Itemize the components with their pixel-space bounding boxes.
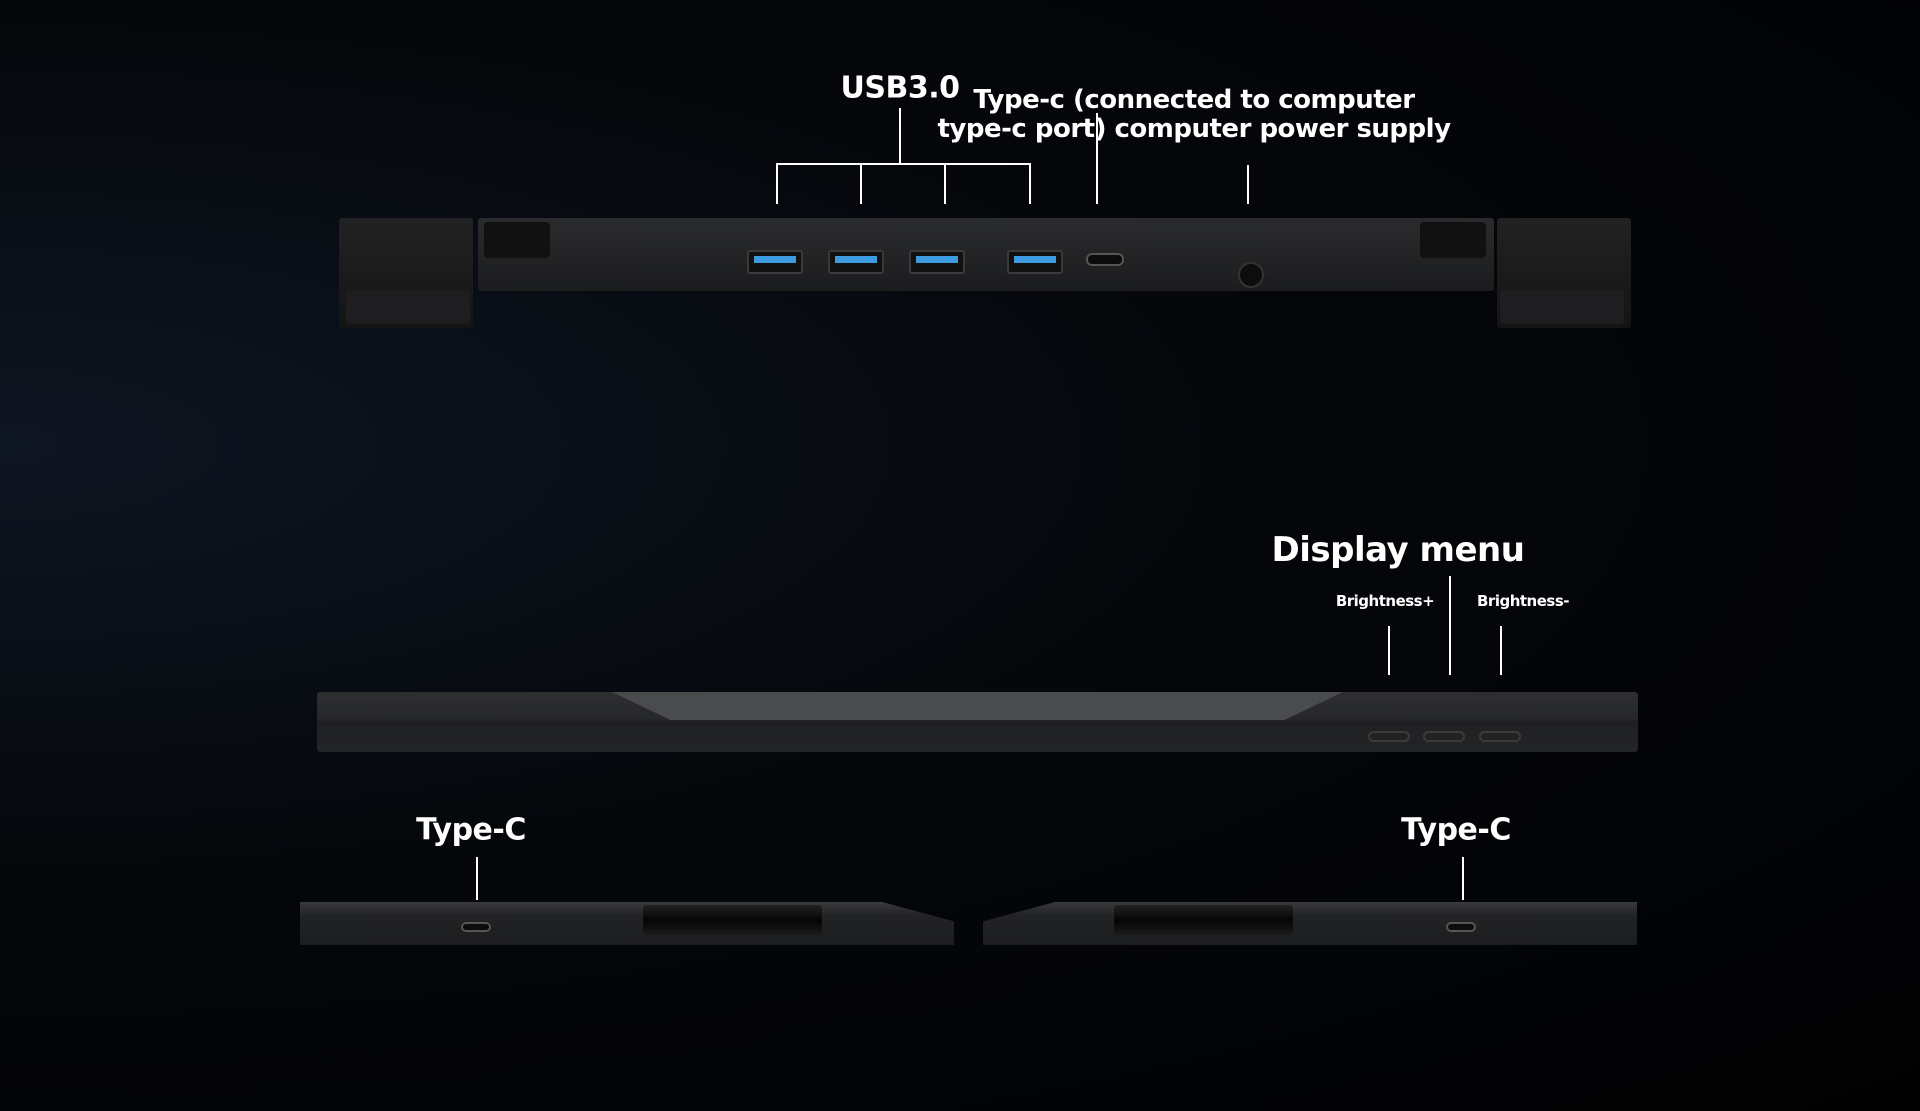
typec-leader: [1096, 113, 1098, 204]
left-foot-tab: [346, 290, 470, 324]
brightness-up-button[interactable]: [1368, 731, 1410, 742]
left-typec-label: Type-C: [416, 812, 526, 848]
brightness-up-leader: [1388, 626, 1390, 675]
usb-port-4: [1007, 250, 1063, 274]
brightness-up-label: Brightness+: [1335, 592, 1435, 610]
power-leader: [1247, 165, 1249, 204]
usb-leader-3: [944, 163, 946, 204]
usb3-label: USB3.0: [840, 70, 960, 106]
left-typec-port: [461, 922, 491, 932]
power-port: [1238, 262, 1264, 288]
top-hub-body: [478, 218, 1494, 291]
left-hinge: [484, 222, 550, 258]
usb-port-2: [828, 250, 884, 274]
typec-label-line1: Type-c (connected to computer: [973, 85, 1415, 115]
menu-leader: [1449, 576, 1451, 675]
usb-leader-line: [899, 108, 901, 164]
left-side-body: [300, 902, 954, 945]
right-typec-port: [1446, 922, 1476, 932]
display-menu-label: Display menu: [1271, 530, 1525, 570]
left-typec-leader: [476, 857, 478, 900]
usb-bracket: [776, 163, 1031, 165]
brightness-down-button[interactable]: [1479, 731, 1521, 742]
brightness-down-label: Brightness-: [1477, 592, 1570, 610]
menu-button[interactable]: [1423, 731, 1465, 742]
typec-port: [1086, 253, 1124, 266]
brightness-down-leader: [1500, 626, 1502, 675]
usb-leader-4: [1029, 163, 1031, 204]
right-foot-tab: [1500, 290, 1624, 324]
usb-port-1: [747, 250, 803, 274]
left-side-hinge: [643, 905, 822, 935]
usb-leader-2: [860, 163, 862, 204]
screen-bevel: [612, 692, 1343, 720]
typec-label-line2: type-c port) computer power supply: [937, 114, 1451, 144]
usb-port-3: [909, 250, 965, 274]
right-typec-leader: [1462, 857, 1464, 900]
right-side-hinge: [1114, 905, 1293, 935]
right-side-body: [983, 902, 1637, 945]
usb-leader-1: [776, 163, 778, 204]
right-typec-label: Type-C: [1401, 812, 1511, 848]
right-hinge: [1420, 222, 1486, 258]
